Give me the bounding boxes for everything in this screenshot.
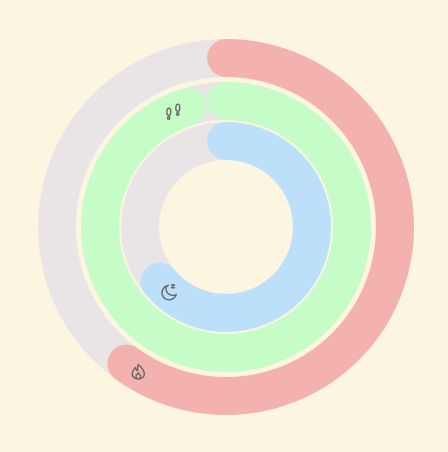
calories-ring-progress — [38, 39, 414, 415]
footprints-icon — [166, 103, 181, 120]
steps-ring-progress — [81, 82, 371, 372]
moon-icon — [161, 284, 177, 301]
sleep-ring-progress — [121, 122, 331, 332]
flame-icon — [131, 363, 146, 380]
